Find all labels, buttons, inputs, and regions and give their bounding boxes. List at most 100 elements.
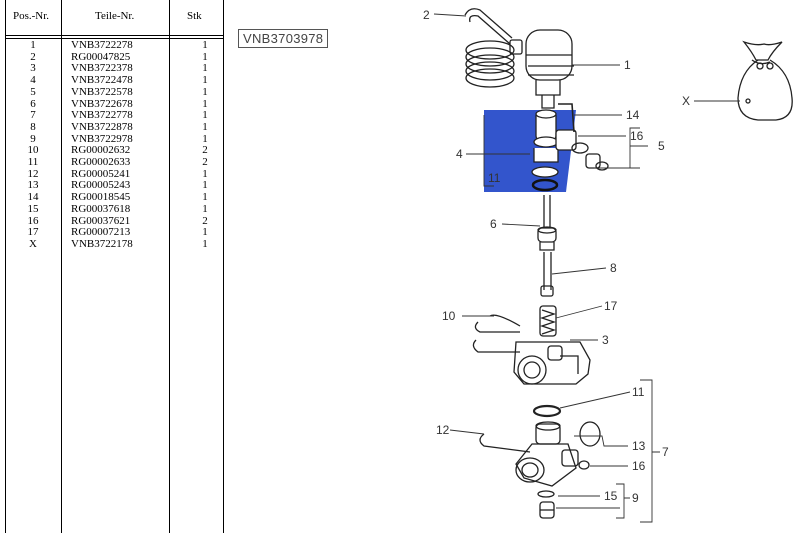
cell-teil: VNB3722278 (71, 39, 133, 51)
cell-stk: 1 (202, 191, 208, 204)
part-1-actuator-head (525, 29, 574, 109)
cell-pos: 10 (27, 144, 39, 157)
callout-10: 10 (442, 309, 456, 323)
cell-pos: 8 (30, 120, 36, 133)
cell-pos: 7 (30, 109, 36, 122)
cell-pos: 9 (30, 132, 36, 145)
callout-17: 17 (604, 299, 618, 313)
table-border-right (223, 0, 224, 533)
cell-stk: 1 (202, 120, 208, 133)
cell-stk: 1 (202, 62, 208, 75)
cell-teil: VNB3722778 (71, 109, 133, 122)
cell-stk: 1 (202, 97, 208, 110)
cell-teil: VNB3722678 (71, 97, 133, 110)
cell-stk: 1 (202, 50, 208, 63)
callout-11-lower: 11 (632, 385, 645, 399)
cell-pos: 5 (30, 85, 36, 98)
cell-teil: RG00002632 (71, 144, 131, 157)
cell-pos: 2 (30, 50, 36, 63)
callout-14: 14 (626, 108, 640, 122)
callout-16-lower: 16 (632, 459, 646, 473)
callout-1: 1 (624, 58, 631, 72)
cell-teil: VNB3722478 (71, 74, 133, 87)
header-pos: Pos.-Nr. (13, 10, 50, 22)
cell-teil: VNB3722378 (71, 62, 133, 75)
cell-pos: X (29, 237, 37, 250)
header-stk: Stk (187, 10, 202, 22)
callout-13: 13 (632, 439, 646, 453)
cell-stk: 1 (202, 109, 208, 122)
table-row: 7 VNB3722778 1 (5, 110, 224, 121)
cell-stk: 1 (202, 74, 208, 87)
cell-pos: 13 (27, 179, 39, 192)
cell-teil: RG00002633 (71, 156, 131, 168)
part-3-valve-body (472, 314, 591, 385)
table-row: X VNB3722178 1 (5, 237, 224, 250)
header-teil: Teile-Nr. (95, 10, 135, 22)
callout-3: 3 (602, 333, 609, 347)
cell-stk: 1 (202, 167, 208, 180)
callout-9: 9 (632, 491, 639, 505)
callout-16-upper: 16 (630, 129, 644, 143)
table-border-left (5, 0, 6, 533)
column-separator (61, 0, 62, 533)
cell-stk: 1 (202, 237, 208, 250)
part-7-lower-housing (479, 421, 579, 487)
cell-pos: 3 (30, 62, 36, 75)
cell-pos: 17 (27, 226, 39, 239)
cell-pos: 15 (27, 202, 39, 215)
callout-2: 2 (423, 8, 430, 22)
cell-stk: 1 (202, 202, 208, 215)
part-13-ring (579, 421, 601, 447)
part-8-stem (540, 195, 554, 297)
cell-teil: RG00018545 (71, 191, 131, 204)
cell-pos: 16 (27, 214, 39, 227)
leader-lines (433, 13, 740, 523)
table-row: 14 RG00018545 1 (5, 192, 224, 203)
callout-4: 4 (456, 147, 463, 161)
part-16-o-ring (578, 460, 590, 470)
cell-pos: 1 (30, 39, 36, 51)
part-6-seal (537, 226, 557, 251)
column-separator (169, 0, 170, 533)
table-row: 3 VNB3722378 1 (5, 63, 224, 74)
cell-teil: VNB3722178 (71, 237, 133, 250)
cell-teil: VNB3722578 (71, 85, 133, 98)
table-row: 4 VNB3722478 1 (5, 75, 224, 86)
drawing-number: VNB3703978 (238, 29, 329, 48)
cell-pos: 14 (27, 191, 39, 204)
cell-teil: VNB3722978 (71, 132, 133, 145)
cell-pos: 11 (27, 156, 39, 168)
cell-teil: RG00005243 (71, 179, 131, 192)
cell-teil: RG00007213 (71, 226, 131, 239)
part-9-fitting (537, 490, 555, 519)
cell-pos: 4 (30, 74, 36, 87)
cell-teil: RG00047825 (71, 50, 131, 63)
header-rule (5, 38, 224, 39)
table-row: 2 RG00047825 1 (5, 50, 224, 63)
callout-12: 12 (436, 423, 450, 437)
callout-11-upper: 11 (488, 171, 501, 185)
bag-icon (737, 40, 793, 121)
cell-stk: 2 (202, 144, 208, 157)
cell-stk: 2 (202, 214, 208, 227)
part-5-nipple (571, 142, 609, 171)
callout-15: 15 (604, 489, 618, 503)
callout-7: 7 (662, 445, 669, 459)
cell-teil: RG00005241 (71, 167, 131, 180)
part-11-o-ring (532, 404, 562, 418)
cell-stk: 2 (202, 156, 208, 168)
header-rule (5, 35, 224, 36)
part-17-spring (539, 305, 557, 337)
cell-teil: VNB3722878 (71, 120, 133, 133)
table-row: 8 VNB3722878 1 (5, 120, 224, 133)
cell-stk: 1 (202, 226, 208, 239)
